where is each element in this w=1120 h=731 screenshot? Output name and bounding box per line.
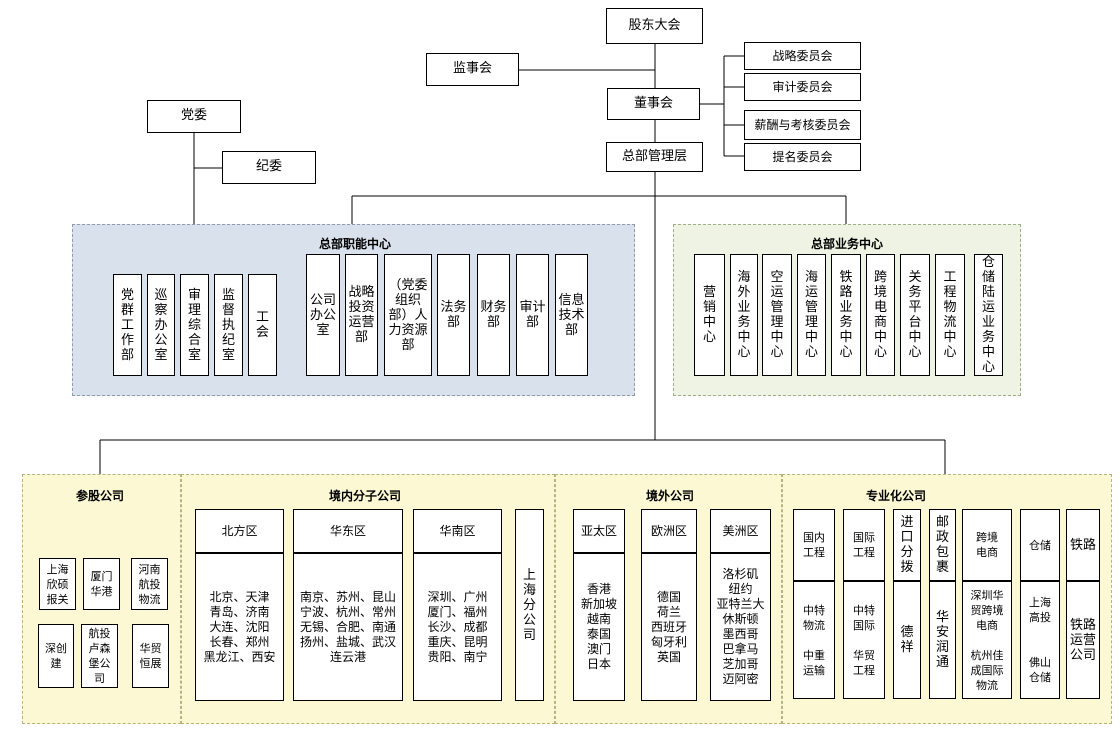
business-center-title: 总部业务中心 bbox=[810, 237, 883, 251]
region-north-cities: 北京、天津 青岛、济南 大连、沈阳 长春、郑州 黑龙江、西安 bbox=[195, 553, 284, 701]
equity-shanghai-xinshuo: 上海欣硕报关 bbox=[39, 558, 76, 610]
center-air: 空运管理中心 bbox=[762, 254, 792, 376]
center-marketing: 营销中心 bbox=[694, 254, 725, 376]
discipline-committee: 纪委 bbox=[222, 151, 316, 184]
committee-strategy: 战略委员会 bbox=[744, 42, 861, 70]
committee-compensation: 薪酬与考核委员会 bbox=[744, 110, 861, 140]
spec-domestic-engineering-head: 国内 工程 bbox=[793, 509, 835, 581]
spec-import-distribution-head: 进口分拨 bbox=[893, 509, 921, 581]
dept-audit: 审计部 bbox=[516, 254, 549, 376]
spec-intl-engineering-body: 中特 国际 华贸 工程 bbox=[843, 581, 885, 699]
spec-rail-head: 铁路 bbox=[1066, 509, 1100, 581]
board-of-directors: 董事会 bbox=[607, 88, 700, 120]
shanghai-branch: 上海分公司 bbox=[515, 509, 544, 701]
overseas-europe-cities: 德国 荷兰 西班牙 匈牙利 英国 bbox=[641, 553, 697, 701]
committee-audit: 审计委员会 bbox=[744, 73, 861, 101]
committee-nomination: 提名委员会 bbox=[744, 143, 861, 171]
center-project-logistics: 工程物流中心 bbox=[935, 254, 965, 376]
dept-legal: 法务部 bbox=[437, 254, 470, 376]
equity-huamao-hengzhan: 华贸恒展 bbox=[132, 624, 169, 688]
center-ecommerce: 跨境电商中心 bbox=[866, 254, 895, 376]
overseas-europe-head: 欧洲区 bbox=[641, 509, 697, 553]
domestic-title: 境内分子公司 bbox=[328, 489, 401, 503]
dept-supervision: 监督执纪室 bbox=[214, 274, 243, 376]
spec-import-distribution-body: 德祥 bbox=[893, 581, 921, 699]
dept-finance: 财务部 bbox=[477, 254, 510, 376]
equity-xiamen-huagang: 厦门华港 bbox=[83, 558, 120, 610]
dept-inspection: 巡察办公室 bbox=[147, 274, 175, 376]
dept-strategy-investment: 战略投资运营部 bbox=[345, 254, 378, 376]
dept-hr: （党委组织部）人力资源部 bbox=[384, 254, 432, 376]
center-ocean: 海运管理中心 bbox=[797, 254, 826, 376]
spec-postal-head: 邮政包裹 bbox=[929, 509, 956, 581]
functional-center-title: 总部职能中心 bbox=[318, 237, 391, 251]
equity-shenchuangjian: 深创建 bbox=[38, 624, 74, 688]
dept-party-masses: 党群工作部 bbox=[113, 274, 142, 376]
spec-intl-engineering-head: 国际 工程 bbox=[843, 509, 885, 581]
shareholders-meeting: 股东大会 bbox=[606, 8, 703, 44]
party-committee: 党委 bbox=[147, 100, 241, 133]
overseas-apac-cities: 香港 新加坡 越南 泰国 澳门 日本 bbox=[573, 553, 625, 701]
hq-management: 总部管理层 bbox=[606, 142, 703, 172]
spec-ecommerce-body: 深圳华 贸跨境 电商 杭州佳 成国际 物流 bbox=[962, 581, 1012, 699]
supervisory-board: 监事会 bbox=[426, 53, 519, 86]
spec-postal-body: 华安润通 bbox=[929, 581, 956, 699]
overseas-title: 境外公司 bbox=[645, 489, 694, 503]
equity-title: 参股公司 bbox=[75, 489, 124, 503]
dept-union: 工会 bbox=[248, 274, 277, 376]
dept-review: 审理综合室 bbox=[180, 274, 209, 376]
center-overseas: 海外业务中心 bbox=[730, 254, 758, 376]
overseas-apac-head: 亚太区 bbox=[573, 509, 625, 553]
equity-hangtou-luxembourg: 航投卢森堡公司 bbox=[81, 624, 118, 688]
region-south-cities: 深圳、广州 厦门、福州 长沙、成都 重庆、昆明 贵阳、南宁 bbox=[413, 553, 502, 701]
spec-domestic-engineering-body: 中特 物流 中重 运输 bbox=[793, 581, 835, 699]
region-east-head: 华东区 bbox=[293, 509, 403, 553]
region-north-head: 北方区 bbox=[195, 509, 284, 553]
spec-warehouse-body: 上海 高投 佛山 仓储 bbox=[1020, 581, 1060, 699]
spec-warehouse-head: 仓储 bbox=[1020, 509, 1060, 581]
spec-rail-body: 铁路运营公司 bbox=[1066, 581, 1100, 699]
region-south-head: 华南区 bbox=[413, 509, 502, 553]
equity-henan-hangtou: 河南航投物流 bbox=[131, 558, 168, 610]
overseas-americas-cities: 洛杉矶 纽约 亚特兰大 休斯顿 墨西哥 巴拿马 芝加哥 迈阿密 bbox=[710, 553, 771, 701]
center-warehouse-road: 仓储陆运业务中心 bbox=[974, 254, 1003, 376]
center-customs: 关务平台中心 bbox=[900, 254, 930, 376]
dept-office: 公司办公室 bbox=[306, 254, 340, 376]
overseas-americas-head: 美洲区 bbox=[710, 509, 771, 553]
specialized-title: 专业化公司 bbox=[865, 489, 926, 503]
spec-ecommerce-head: 跨境 电商 bbox=[962, 509, 1012, 581]
region-east-cities: 南京、苏州、昆山 宁波、杭州、常州 无锡、合肥、南通 扬州、盐城、武汉 连云港 bbox=[293, 553, 403, 701]
center-rail: 铁路业务中心 bbox=[831, 254, 861, 376]
dept-it: 信息技术部 bbox=[555, 254, 588, 376]
